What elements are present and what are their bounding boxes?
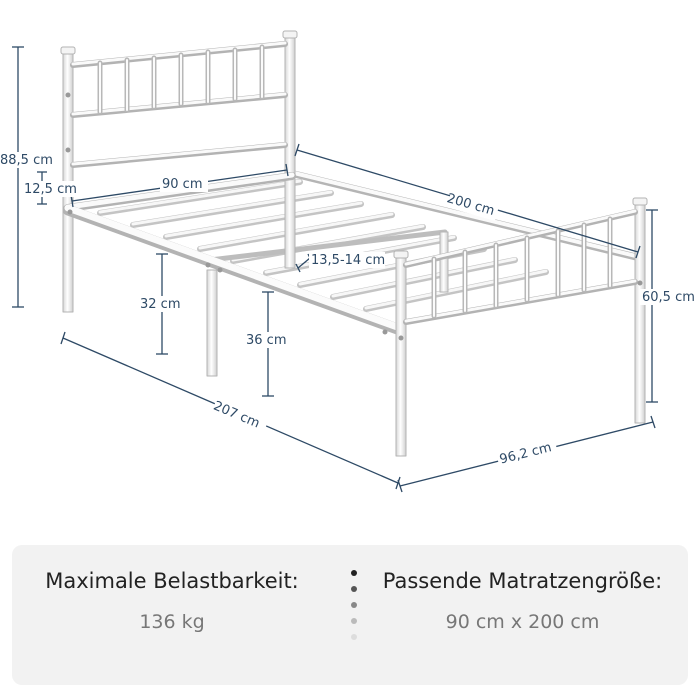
separator-dot <box>351 602 357 608</box>
dim-under-bed-height-1: 32 cm <box>140 297 181 312</box>
dim-length-outer: 207 cm <box>211 399 262 432</box>
dim-height-footboard: 60,5 cm <box>642 290 695 305</box>
bed-frame <box>60 30 648 457</box>
bed-frame-illustration: 88,5 cm 12,5 cm 90 cm 200 cm 13,5-14 cm … <box>0 30 695 493</box>
separator-dot <box>351 618 357 624</box>
dim-width-inner: 90 cm <box>162 177 203 192</box>
headboard <box>60 30 298 313</box>
footboard <box>393 197 648 457</box>
mattress-size-value: 90 cm x 200 cm <box>445 611 600 633</box>
dim-under-bed-height-2: 36 cm <box>246 333 287 348</box>
dim-height-headboard: 88,5 cm <box>0 153 53 168</box>
mattress-size-label: Passende Matratzengröße: <box>382 569 663 593</box>
dim-slat-gap: 13,5-14 cm <box>311 253 385 268</box>
separator-dots <box>350 570 358 650</box>
info-panel: Maximale Belastbarkeit: 136 kg Passende … <box>12 545 688 685</box>
dim-width-outer: 96,2 cm <box>498 440 553 467</box>
load-capacity-value: 136 kg <box>139 611 205 633</box>
load-capacity-label: Maximale Belastbarkeit: <box>45 569 299 593</box>
separator-dot <box>351 570 357 576</box>
separator-dot <box>351 586 357 592</box>
separator-dot <box>351 634 357 640</box>
dim-headboard-gap: 12,5 cm <box>24 182 77 197</box>
